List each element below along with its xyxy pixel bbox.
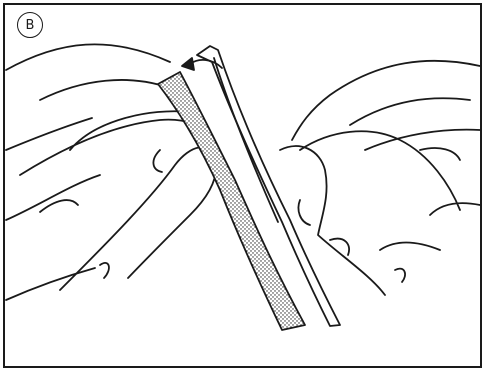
- step-label-badge: B: [17, 12, 43, 38]
